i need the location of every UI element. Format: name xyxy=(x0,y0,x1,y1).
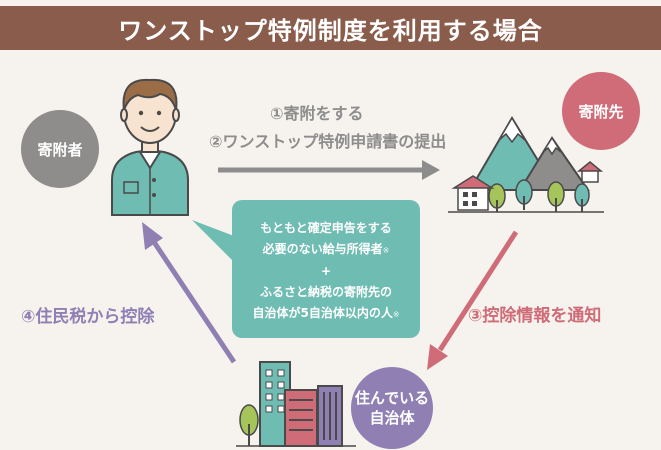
note-mark-2: ※ xyxy=(392,309,400,319)
buildings-icon xyxy=(236,361,356,447)
condition-line1: もともと確定申告をする xyxy=(260,220,392,235)
step1-label: ①寄附をする xyxy=(270,104,364,123)
home-municipality-circle: 住んでいる 自治体 xyxy=(351,367,433,449)
person-icon xyxy=(111,78,189,216)
destination-circle: 寄附先 xyxy=(562,72,640,150)
condition-line2: 必要のない給与所得者 xyxy=(262,241,383,256)
condition-text: もともと確定申告をする 必要のない給与所得者※ + ふるさと納税の寄附先の 自治… xyxy=(236,208,416,334)
title-bar: ワンストップ特例制度を利用する場合 xyxy=(0,6,661,50)
condition-line2-wrap: 必要のない給与所得者※ xyxy=(236,239,416,261)
arrow-deduct xyxy=(142,222,237,364)
donor-circle: 寄附者 xyxy=(21,110,99,188)
step2-label: ②ワンストップ特例申請書の提出 xyxy=(209,132,447,151)
arrow-donate xyxy=(218,160,440,180)
note-mark: ※ xyxy=(382,245,390,255)
home-label-line1: 住んでいる xyxy=(354,389,430,407)
condition-bubble xyxy=(192,200,420,338)
condition-line3: ふるさと納税の寄附先の xyxy=(259,284,392,299)
step3-label: ③控除情報を通知 xyxy=(468,306,602,326)
condition-line4: 自治体が5自治体以内の人 xyxy=(252,305,393,320)
arrow-notify xyxy=(427,230,519,370)
mountains-icon xyxy=(448,116,604,213)
condition-line4-wrap: 自治体が5自治体以内の人※ xyxy=(236,303,416,325)
page-title: ワンストップ特例制度を利用する場合 xyxy=(118,16,543,45)
condition-plus: + xyxy=(320,263,332,278)
home-label-line2: 自治体 xyxy=(369,409,415,427)
donor-label: 寄附者 xyxy=(37,140,83,159)
destination-label: 寄附先 xyxy=(578,102,624,121)
step4-label: ④住民税から控除 xyxy=(21,307,155,327)
